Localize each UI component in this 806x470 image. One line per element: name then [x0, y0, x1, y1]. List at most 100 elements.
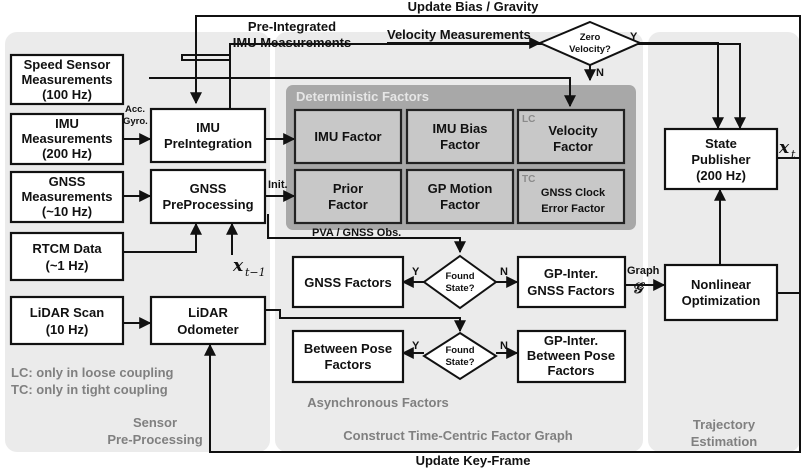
nonlinear-optimization-box: Nonlinear Optimization — [663, 263, 779, 322]
gnss-preproc-line1: GNSS — [190, 181, 227, 196]
zero-velocity-diamond: Zero Velocity? — [537, 20, 643, 67]
graph-panel-title: Construct Time-Centric Factor Graph — [343, 428, 573, 443]
pre-integrated-label-line2: IMU Measurements — [233, 35, 351, 50]
velocity-factor-box: LC Velocity Factor — [516, 108, 626, 165]
lidar-scan-box: LiDAR Scan (10 Hz) — [9, 295, 125, 346]
gnss-clock-line2: Error Factor — [541, 203, 605, 215]
x-t-symbol: x — [778, 138, 790, 158]
imu-meas-line2: Measurements — [21, 131, 112, 146]
prior-factor-line1: Prior — [333, 181, 363, 196]
update-bias-gravity-label: Update Bias / Gravity — [408, 0, 540, 14]
tc-tag: TC — [522, 174, 535, 185]
found-state-2-line1: Found — [445, 345, 474, 356]
zero-velocity-yes: Y — [630, 31, 638, 43]
x-t-minus-1-subscript: t−1 — [245, 266, 266, 279]
speed-sensor-box: Speed Sensor Measurements (100 Hz) — [9, 53, 125, 106]
imu-preintegration-box: IMU PreIntegration — [149, 107, 267, 164]
zero-velocity-no: N — [596, 67, 604, 79]
trajectory-panel-title-line1: Trajectory — [693, 417, 756, 432]
lidar-scan-line1: LiDAR Scan — [30, 305, 104, 320]
imu-measurements-box: IMU Measurements (200 Hz) — [9, 112, 125, 166]
between-pose-line2: Factors — [325, 357, 372, 372]
found-state-1-no: N — [500, 266, 508, 278]
gp-inter-between-pose-factors-box: GP-Inter. Between Pose Factors — [516, 329, 627, 384]
imu-meas-line3: (200 Hz) — [42, 146, 92, 161]
sensor-panel-title-line1: Sensor — [133, 415, 177, 430]
gp-motion-factor-box: GP Motion Factor — [405, 168, 515, 225]
rtcm-data-box: RTCM Data (~1 Hz) — [9, 231, 125, 282]
prior-factor-line2: Factor — [328, 197, 368, 212]
gnss-measurements-box: GNSS Measurements (~10 Hz) — [9, 170, 125, 224]
lidar-odom-line2: Odometer — [177, 322, 238, 337]
x-t-minus-1-symbol: x — [232, 256, 244, 276]
state-publisher-box: State Publisher (200 Hz) — [663, 127, 779, 191]
found-state-1-line1: Found — [445, 271, 474, 282]
gyro-label: Gyro. — [123, 116, 148, 127]
publisher-line1: State — [705, 136, 737, 151]
gp-motion-line1: GP Motion — [428, 181, 493, 196]
legend-tc: TC: only in tight coupling — [11, 382, 168, 397]
rtcm-line1: RTCM Data — [32, 241, 102, 256]
gp-gnss-line1: GP-Inter. — [544, 266, 598, 281]
acc-label: Acc. — [125, 104, 145, 115]
optimization-line2: Optimization — [682, 293, 761, 308]
gnss-clock-error-factor-box: TC GNSS Clock Error Factor — [516, 168, 626, 225]
gnss-meas-line3: (~10 Hz) — [42, 204, 92, 219]
init-label: Init. — [268, 179, 288, 191]
imu-factor-label: IMU Factor — [314, 129, 381, 144]
lc-tag: LC — [522, 114, 535, 125]
trajectory-estimation-panel — [648, 32, 800, 452]
imu-meas-line1: IMU — [55, 116, 79, 131]
deterministic-factors-title: Deterministic Factors — [296, 89, 429, 104]
imu-factor-box: IMU Factor — [293, 108, 403, 165]
gp-between-line2: Between Pose — [527, 348, 615, 363]
imu-bias-factor-box: IMU Bias Factor — [405, 108, 515, 165]
velocity-measurements-label: Velocity Measurements — [387, 27, 531, 42]
gnss-meas-line2: Measurements — [21, 189, 112, 204]
gp-between-line1: GP-Inter. — [544, 333, 598, 348]
gnss-meas-line1: GNSS — [49, 174, 86, 189]
publisher-line2: Publisher — [691, 152, 750, 167]
gp-between-line3: Factors — [548, 363, 595, 378]
imu-preint-line2: PreIntegration — [164, 136, 252, 151]
found-state-1-yes: Y — [412, 266, 420, 278]
x-t-subscript: t — [791, 148, 796, 161]
publisher-line3: (200 Hz) — [696, 168, 746, 183]
found-state-diamond-gnss: Found State? — [422, 254, 498, 310]
gnss-factors-label: GNSS Factors — [304, 275, 391, 290]
trajectory-panel-title-line2: Estimation — [691, 434, 758, 449]
asynchronous-factors-title: Asynchronous Factors — [307, 395, 449, 410]
graph-label: Graph — [627, 265, 660, 277]
gnss-factors-box: GNSS Factors — [291, 255, 405, 309]
speed-sensor-line3: (100 Hz) — [42, 87, 92, 102]
connections — [123, 15, 801, 453]
zero-velocity-line1: Zero — [580, 32, 601, 43]
found-state-2-no: N — [500, 340, 508, 352]
gnss-preproc-line2: PreProcessing — [162, 197, 253, 212]
gp-gnss-line2: GNSS Factors — [527, 283, 614, 298]
zero-velocity-line2: Velocity? — [569, 44, 611, 55]
lidar-scan-line2: (10 Hz) — [46, 322, 89, 337]
graph-symbol: 𝒢 — [632, 279, 646, 297]
gnss-preprocessing-box: GNSS PreProcessing — [149, 168, 267, 225]
sensor-panel-title-line2: Pre-Processing — [107, 432, 202, 447]
lidar-odometer-box: LiDAR Odometer — [149, 295, 267, 346]
rtcm-line2: (~1 Hz) — [46, 258, 89, 273]
velocity-factor-line2: Factor — [553, 139, 593, 154]
found-state-1-line2: State? — [445, 283, 474, 294]
gnss-clock-line1: GNSS Clock — [541, 187, 606, 199]
between-pose-factors-box: Between Pose Factors — [291, 329, 405, 384]
velocity-factor-line1: Velocity — [548, 123, 598, 138]
legend-lc: LC: only in loose coupling — [11, 365, 174, 380]
optimization-line1: Nonlinear — [691, 277, 751, 292]
lidar-odom-line1: LiDAR — [188, 305, 228, 320]
gp-inter-gnss-factors-box: GP-Inter. GNSS Factors — [516, 255, 627, 309]
found-state-2-line2: State? — [445, 357, 474, 368]
prior-factor-box: Prior Factor — [293, 168, 403, 225]
pva-gnss-obs-label: PVA / GNSS Obs. — [312, 227, 401, 239]
gp-motion-line2: Factor — [440, 197, 480, 212]
pre-integrated-label-line1: Pre-Integrated — [248, 19, 336, 34]
imu-preint-line1: IMU — [196, 120, 220, 135]
imu-bias-line2: Factor — [440, 137, 480, 152]
